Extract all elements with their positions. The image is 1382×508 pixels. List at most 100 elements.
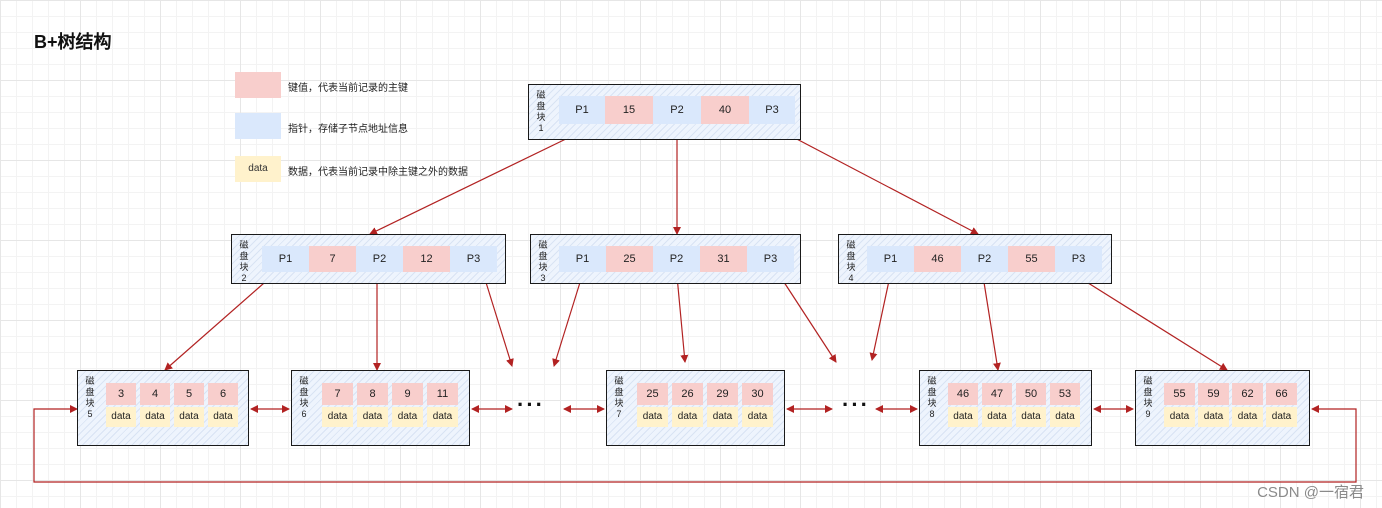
- data-cell: data: [742, 407, 773, 427]
- pointer-cell: P1: [262, 246, 309, 272]
- key-cell: 31: [700, 246, 747, 272]
- data-cell: data: [982, 407, 1012, 427]
- arrow-b4-p2: [982, 275, 1001, 371]
- key-cell: 46: [948, 383, 978, 405]
- loop-link: [33, 405, 1357, 483]
- data-cell: data: [1164, 407, 1195, 427]
- key-cell: 50: [1016, 383, 1046, 405]
- arrow-root-p1: [369, 136, 571, 235]
- data-cell: data: [174, 407, 204, 427]
- data-cell: data: [106, 407, 136, 427]
- disk-block-2: 磁盘块2 P1 7 P2 12 P3: [231, 234, 506, 284]
- pointer-cell: P1: [559, 96, 605, 124]
- key-cell: 8: [357, 383, 388, 405]
- key-cell: 55: [1008, 246, 1055, 272]
- page-title: B+树结构: [34, 32, 112, 52]
- key-cell: 6: [208, 383, 238, 405]
- data-cell: data: [140, 407, 170, 427]
- arrow-b3-p3: [779, 275, 837, 363]
- block-label: 磁盘块9: [1143, 376, 1153, 419]
- key-cell: 53: [1050, 383, 1080, 405]
- data-cell: data: [1266, 407, 1297, 427]
- key-cell: 47: [982, 383, 1012, 405]
- ellipsis: ···: [842, 392, 870, 417]
- disk-block-1: 磁盘块1 P1 15 P2 40 P3: [528, 84, 801, 140]
- data-cell: data: [427, 407, 458, 427]
- block-label: 磁盘块4: [846, 240, 856, 283]
- data-cell: data: [1232, 407, 1263, 427]
- key-cell: 59: [1198, 383, 1229, 405]
- key-cell: 12: [403, 246, 450, 272]
- key-cell: 7: [309, 246, 356, 272]
- legend-pointer-text: 指针，存储子节点地址信息: [288, 124, 408, 135]
- data-cell: data: [357, 407, 388, 427]
- arrow-root-p3: [769, 124, 979, 235]
- disk-block-6: 磁盘块6 7 8 9 11 data data data data: [291, 370, 470, 446]
- data-cell: data: [1198, 407, 1229, 427]
- block-label: 磁盘块6: [299, 376, 309, 419]
- legend-key-swatch: [235, 72, 281, 98]
- pointer-cell: P3: [450, 246, 497, 272]
- data-cell: data: [948, 407, 978, 427]
- key-cell: 62: [1232, 383, 1263, 405]
- key-cell: 15: [605, 96, 653, 124]
- key-cell: 5: [174, 383, 204, 405]
- key-cell: 11: [427, 383, 458, 405]
- watermark: CSDN @一宿君: [1257, 484, 1364, 501]
- arrow-b2-p1: [164, 275, 273, 371]
- data-cell: data: [1050, 407, 1080, 427]
- legend-pointer-swatch: [235, 113, 281, 139]
- key-cell: 30: [742, 383, 773, 405]
- pointer-cell: P3: [747, 246, 794, 272]
- key-cell: 25: [606, 246, 653, 272]
- arrow-b3-p1: [552, 275, 583, 367]
- arrow-b4-p3: [1076, 275, 1228, 371]
- disk-block-5: 磁盘块5 3 4 5 6 data data data data: [77, 370, 249, 446]
- key-cell: 55: [1164, 383, 1195, 405]
- pointer-cell: P2: [653, 96, 701, 124]
- data-cell: data: [208, 407, 238, 427]
- legend-data-text: 数据，代表当前记录中除主键之外的数据: [288, 167, 468, 178]
- key-cell: 26: [672, 383, 703, 405]
- arrow-b4-p1: [869, 275, 891, 361]
- key-cell: 3: [106, 383, 136, 405]
- data-cell: data: [707, 407, 738, 427]
- disk-block-7: 磁盘块7 25 26 29 30 data data data data: [606, 370, 785, 446]
- pointer-cell: P1: [867, 246, 914, 272]
- key-cell: 25: [637, 383, 668, 405]
- arrow-b3-p2: [676, 275, 689, 363]
- data-cell: data: [637, 407, 668, 427]
- key-cell: 29: [707, 383, 738, 405]
- block-label: 磁盘块8: [927, 376, 937, 419]
- pointer-cell: P2: [356, 246, 403, 272]
- ellipsis: ···: [517, 392, 545, 417]
- key-cell: 66: [1266, 383, 1297, 405]
- legend-key-text: 键值，代表当前记录的主键: [288, 83, 408, 94]
- disk-block-8: 磁盘块8 46 47 50 53 data data data data: [919, 370, 1092, 446]
- key-cell: 40: [701, 96, 749, 124]
- data-cell: data: [672, 407, 703, 427]
- disk-block-4: 磁盘块4 P1 46 P2 55 P3: [838, 234, 1112, 284]
- block-label: 磁盘块3: [538, 240, 548, 283]
- pointer-cell: P2: [961, 246, 1008, 272]
- key-cell: 7: [322, 383, 353, 405]
- block-label: 磁盘块7: [614, 376, 624, 419]
- block-label: 磁盘块1: [536, 90, 546, 133]
- data-cell: data: [392, 407, 423, 427]
- block-label: 磁盘块2: [239, 240, 249, 283]
- data-cell: data: [1016, 407, 1046, 427]
- disk-block-9: 磁盘块9 55 59 62 66 data data data data: [1135, 370, 1310, 446]
- data-cell: data: [322, 407, 353, 427]
- disk-block-3: 磁盘块3 P1 25 P2 31 P3: [530, 234, 801, 284]
- key-cell: 46: [914, 246, 961, 272]
- block-label: 磁盘块5: [85, 376, 95, 419]
- arrow-b2-p3: [483, 275, 514, 367]
- key-cell: 9: [392, 383, 423, 405]
- key-cell: 4: [140, 383, 170, 405]
- pointer-cell: P1: [559, 246, 606, 272]
- legend-data-swatch: data: [235, 156, 281, 182]
- pointer-cell: P3: [749, 96, 795, 124]
- pointer-cell: P3: [1055, 246, 1102, 272]
- pointer-cell: P2: [653, 246, 700, 272]
